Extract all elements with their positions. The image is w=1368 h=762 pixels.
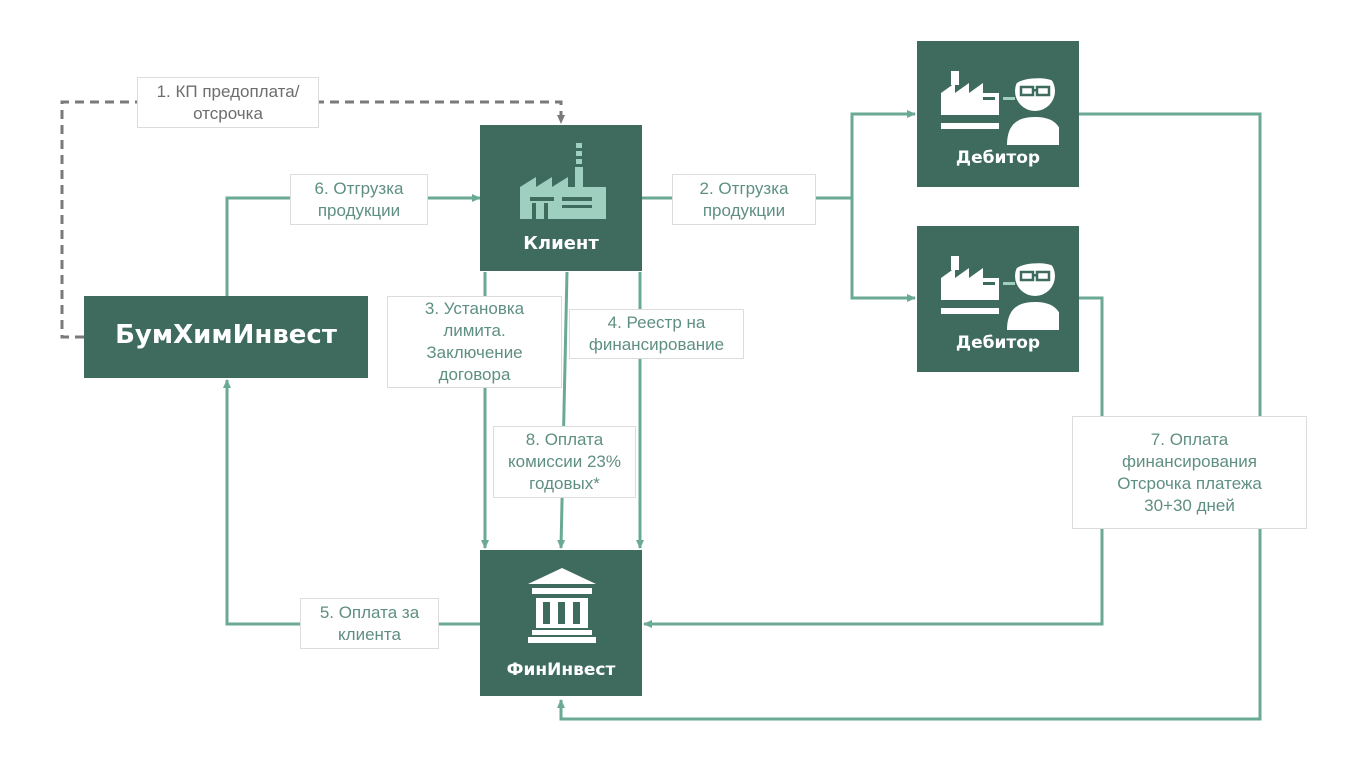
- label-step-8-line-2: комиссии 23%: [507, 452, 621, 471]
- bank-icon: [528, 568, 596, 643]
- label-step-3-line-2: лимита.: [443, 321, 506, 340]
- label-step-5: 5. Оплата за клиента: [300, 598, 439, 649]
- label-step-3-line-4: договора: [438, 365, 511, 384]
- label-step-8: 8. Оплата комиссии 23% годовых*: [493, 426, 636, 498]
- label-step-4: 4. Реестр на финансирование: [569, 309, 744, 359]
- label-step-3: 3. Установка лимита. Заключение договора: [387, 296, 562, 388]
- label-step-6-line-2: продукции: [317, 200, 401, 220]
- label-step-2-line-1: 2. Отгрузка: [699, 178, 789, 198]
- label-step-1: 1. КП предоплата/ отсрочка: [137, 77, 319, 128]
- label-step-1-line-1: 1. КП предоплата/: [156, 81, 300, 101]
- label-step-7-line-1: 7. Оплата: [1150, 429, 1229, 449]
- label-step-3-line-3: Заключение: [426, 343, 523, 362]
- label-step-3-line-1: 3. Установка: [424, 299, 525, 318]
- arrow-deferred-payment: [557, 112, 1262, 721]
- arrow-commission: [557, 271, 569, 549]
- label-step-8-line-1: 8. Оплата: [525, 430, 604, 449]
- label-step-7: 7. Оплата финансирования Отсрочка платеж…: [1072, 416, 1307, 529]
- bumkhiminvest-label: БумХимИнвест: [115, 320, 337, 350]
- label-step-2: 2. Отгрузка продукции: [672, 174, 816, 225]
- client-node: Клиент: [480, 125, 642, 271]
- label-step-6-line-1: 6. Отгрузка: [314, 178, 404, 198]
- arrow-to-debtor-2: [850, 198, 916, 302]
- label-step-6: 6. Отгрузка продукции: [290, 174, 428, 225]
- arrow-to-debtor-1: [850, 110, 916, 198]
- label-step-4-line-1: 4. Реестр на: [607, 313, 706, 332]
- label-step-7-line-4: 30+30 дней: [1144, 495, 1235, 515]
- label-step-2-line-2: продукции: [702, 200, 786, 220]
- factory-person-icon: [941, 69, 1059, 145]
- bumkhiminvest-node: БумХимИнвест: [84, 296, 368, 378]
- label-step-5-line-1: 5. Оплата за: [319, 602, 420, 622]
- fininvest-label: ФинИнвест: [506, 660, 616, 680]
- debtor-label-2: Дебитор: [955, 333, 1041, 353]
- factory-icon: [520, 143, 606, 219]
- debtor-node-1: Дебитор: [917, 41, 1079, 187]
- label-step-8-line-3: годовых*: [529, 474, 600, 493]
- client-label: Клиент: [523, 233, 599, 254]
- arrow-offer-dashed: [60, 100, 565, 339]
- factory-person-icon: [941, 254, 1059, 330]
- debtor-label-1: Дебитор: [955, 148, 1041, 168]
- debtor-node-2: Дебитор: [917, 226, 1079, 372]
- label-step-4-line-2: финансирование: [588, 335, 725, 354]
- label-step-7-line-2: финансирования: [1121, 451, 1257, 471]
- arrow-payment-for-client: [223, 379, 480, 626]
- label-step-1-line-2: отсрочка: [193, 103, 263, 123]
- label-step-5-line-2: клиента: [338, 624, 401, 644]
- fininvest-node: ФинИнвест: [480, 550, 642, 696]
- label-step-7-line-3: Отсрочка платежа: [1117, 473, 1262, 493]
